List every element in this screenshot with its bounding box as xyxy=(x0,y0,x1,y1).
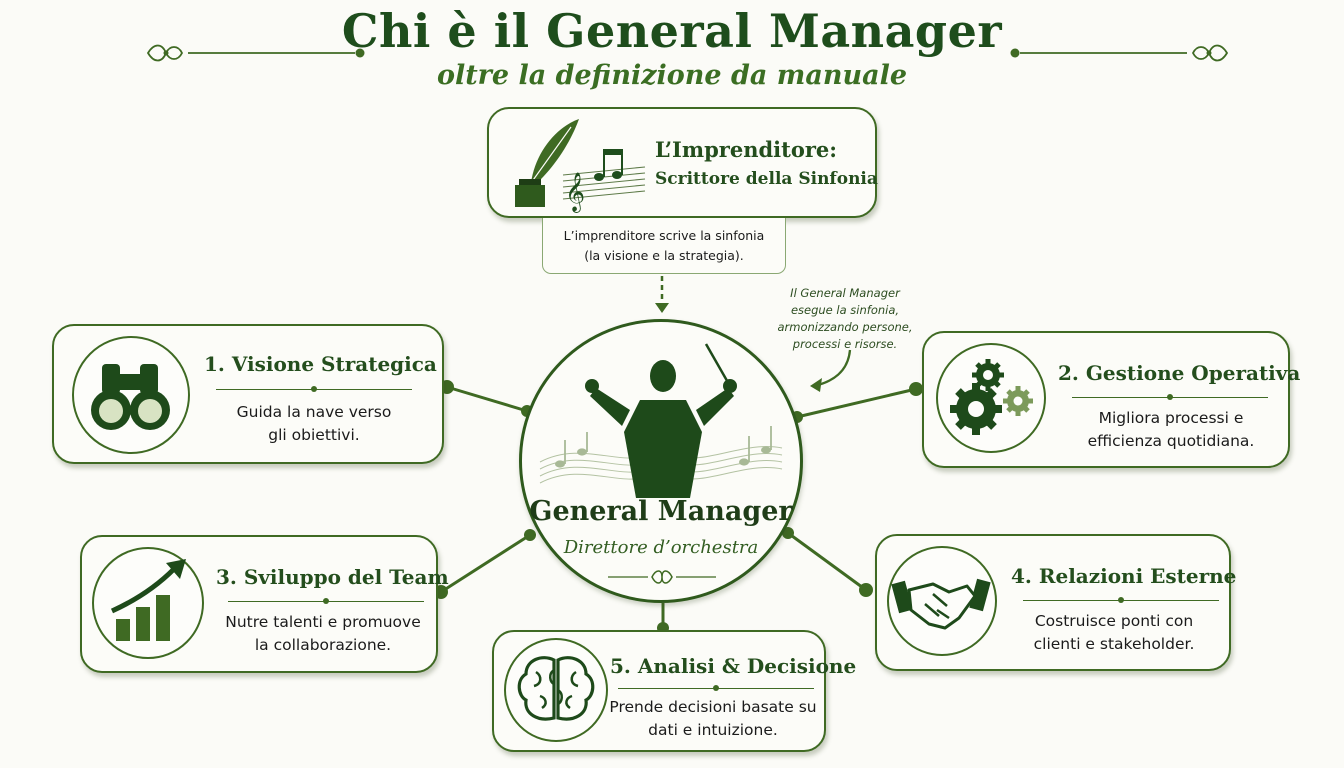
role-description: Costruisce ponti con clienti e stakehold… xyxy=(1011,610,1217,656)
role-description: Nutre talenti e promuove la collaborazio… xyxy=(214,611,432,657)
role-title: 3. Sviluppo del Team xyxy=(216,565,449,589)
entrepreneur-subtitle: Scrittore della Sinfonia xyxy=(655,169,878,189)
title-ornament-left xyxy=(146,44,365,62)
role-desc-line2: dati e intuizione. xyxy=(648,721,778,739)
entrepreneur-card: 𝄞 L’Imprenditore: Scrittore della Sinfon… xyxy=(487,107,878,218)
page-subtitle: oltre la definizione da manuale xyxy=(436,60,908,91)
role-desc-line1: Nutre talenti e promuove xyxy=(225,613,421,631)
role-desc-line2: la collaborazione. xyxy=(254,636,392,654)
role-icon-circle xyxy=(887,546,997,656)
side-note-line4: processi e risorse. xyxy=(792,337,898,351)
entrepreneur-note: L’imprenditore scrive la sinfonia (la vi… xyxy=(542,218,786,274)
role-icon-circle xyxy=(72,336,190,454)
center-title: General Manager xyxy=(529,496,793,527)
role-card-gestione-operativa: 2. Gestione Operativa Migliora processi … xyxy=(922,331,1300,468)
entrepreneur-title: L’Imprenditore: xyxy=(655,137,838,162)
role-description: Migliora processi e efficienza quotidian… xyxy=(1060,407,1282,453)
role-card-visione-strategica: 1. Visione Strategica Guida la nave vers… xyxy=(52,324,444,464)
center-ornament xyxy=(608,570,716,584)
side-note-line1: Il General Manager xyxy=(790,286,900,300)
role-divider xyxy=(618,685,814,691)
side-note-line3: armonizzando persone, xyxy=(777,320,913,334)
role-description: Guida la nave verso gli obiettivi. xyxy=(204,401,424,447)
role-desc-line1: Costruisce ponti con xyxy=(1034,612,1194,630)
title-ornament-right xyxy=(1010,44,1229,62)
conductor-icon xyxy=(539,343,783,498)
role-desc-line2: gli obiettivi. xyxy=(268,426,360,444)
gm-side-note: Il General Manager esegue la sinfonia, a… xyxy=(760,285,930,353)
brain-icon xyxy=(517,656,595,721)
side-note-line2: esegue la sinfonia, xyxy=(790,303,900,317)
role-desc-line1: Guida la nave verso xyxy=(236,403,392,421)
role-icon-circle xyxy=(92,547,204,659)
role-description: Prende decisioni basate su dati e intuiz… xyxy=(608,696,818,742)
role-title: 4. Relazioni Esterne xyxy=(1011,564,1237,588)
svg-text:𝄞: 𝄞 xyxy=(565,172,585,213)
role-desc-line1: Prende decisioni basate su xyxy=(609,698,817,716)
binoculars-icon xyxy=(91,364,170,430)
role-divider xyxy=(1023,597,1219,603)
role-title: 5. Analisi & Decisione xyxy=(610,654,857,678)
growth-chart-icon xyxy=(110,559,186,641)
role-divider xyxy=(216,386,412,392)
role-desc-line2: efficienza quotidiana. xyxy=(1087,432,1255,450)
entrepreneur-note-line2: (la visione e la strategia). xyxy=(584,248,744,263)
role-divider xyxy=(228,598,424,604)
music-staff-icon: 𝄞 xyxy=(562,149,646,213)
handshake-icon xyxy=(891,578,991,630)
role-card-analisi-decisione: 5. Analisi & Decisione Prende decisioni … xyxy=(492,630,856,752)
role-title: 1. Visione Strategica xyxy=(204,352,437,376)
role-card-sviluppo-team: 3. Sviluppo del Team Nutre talenti e pro… xyxy=(80,535,449,673)
role-card-relazioni-esterne: 4. Relazioni Esterne Costruisce ponti co… xyxy=(875,534,1236,671)
role-divider xyxy=(1072,394,1268,400)
gears-icon xyxy=(950,359,1033,435)
role-desc-line1: Migliora processi e xyxy=(1098,409,1244,427)
page-title: Chi è il General Manager xyxy=(341,4,1003,58)
quill-ink-icon xyxy=(515,119,579,207)
role-icon-circle xyxy=(936,343,1046,453)
role-desc-line2: clienti e stakeholder. xyxy=(1033,635,1195,653)
role-icon-circle xyxy=(504,638,608,742)
general-manager-circle xyxy=(519,319,803,603)
role-title: 2. Gestione Operativa xyxy=(1058,361,1301,385)
center-subtitle: Direttore d’orchestra xyxy=(563,537,759,558)
entrepreneur-note-line1: L’imprenditore scrive la sinfonia xyxy=(563,228,765,243)
